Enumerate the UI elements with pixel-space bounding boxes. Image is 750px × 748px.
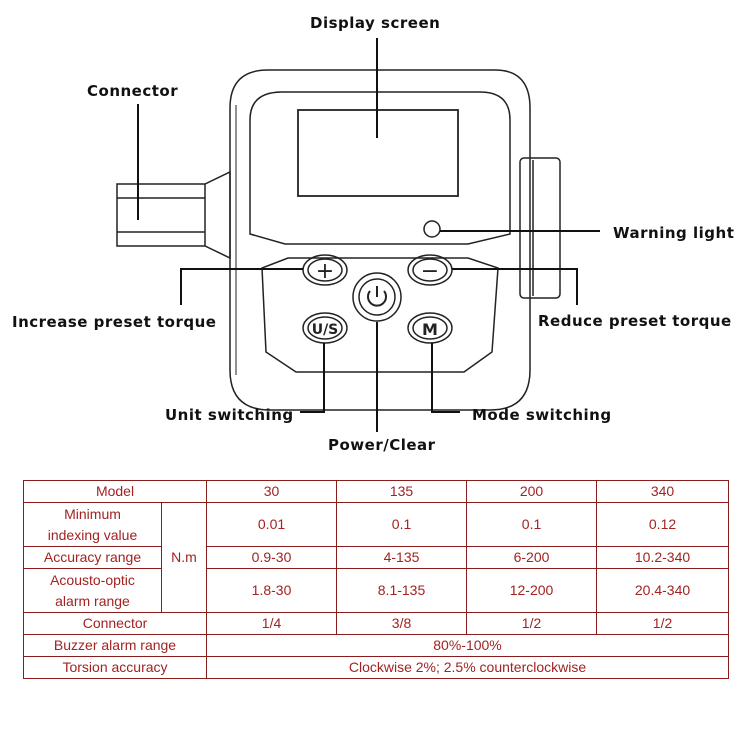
torsion-value: Clockwise 2%; 2.5% counterclockwise (206, 656, 730, 679)
leader-reduce (452, 268, 578, 305)
accuracy-range-label: Accuracy range (23, 546, 162, 569)
label-mode-switching: Mode switching (472, 406, 612, 424)
power-button (352, 272, 402, 322)
model-header: Model (22, 480, 208, 503)
label-power-clear: Power/Clear (328, 436, 436, 454)
device-face (249, 91, 511, 245)
table-row: Accuracy range 0.9-30 4-135 6-200 10.2-3… (23, 546, 730, 569)
buzzer-label: Buzzer alarm range (22, 634, 208, 657)
m-button (407, 312, 453, 344)
plus-glyph: + (316, 259, 334, 284)
warning-light (423, 220, 441, 238)
button-panel (261, 257, 499, 373)
model-200: 200 (466, 480, 598, 503)
table-row: Buzzer alarm range 80%-100% (22, 634, 730, 657)
device-body (229, 69, 531, 411)
torsion-label: Torsion accuracy (22, 656, 208, 679)
label-reduce-preset-torque: Reduce preset torque (538, 312, 732, 330)
torque-adapter-diagram: + − U/S M (116, 38, 600, 432)
label-connector: Connector (87, 82, 179, 100)
minus-glyph: − (421, 259, 439, 284)
label-unit-switching: Unit switching (165, 406, 294, 424)
model-340: 340 (596, 480, 730, 503)
model-135: 135 (336, 480, 468, 503)
leader-unit (300, 343, 325, 413)
table-row: Torsion accuracy Clockwise 2%; 2.5% coun… (22, 656, 730, 679)
unit-cell: N.m (160, 502, 208, 613)
table-row: Model 30 135 200 340 (22, 480, 730, 503)
table-row: Connector 1/4 3/8 1/2 1/2 (22, 612, 730, 635)
power-icon (367, 290, 387, 307)
m-glyph: M (422, 320, 438, 339)
label-warning-light: Warning light (613, 224, 735, 242)
label-increase-preset-torque: Increase preset torque (12, 313, 217, 331)
label-display-screen: Display screen (310, 14, 441, 32)
buzzer-value: 80%-100% (206, 634, 730, 657)
left-connector (116, 170, 231, 260)
leader-mode (431, 343, 460, 413)
connector-label: Connector (22, 612, 208, 635)
leader-increase (180, 268, 303, 305)
model-30: 30 (206, 480, 338, 503)
right-connector-block (519, 157, 561, 299)
us-glyph: U/S (312, 322, 339, 338)
